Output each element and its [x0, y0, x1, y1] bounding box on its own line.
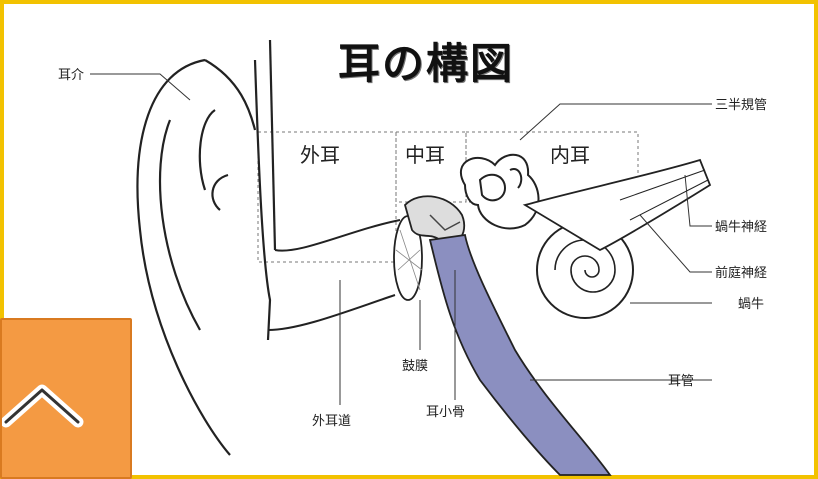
ear-canal-label: 外耳道	[312, 414, 351, 429]
auricle-label: 耳介	[58, 68, 84, 83]
eardrum-label: 鼓膜	[402, 359, 428, 374]
ossicles-shape	[403, 195, 465, 245]
section-outer-label: 外耳	[300, 143, 340, 167]
section-middle-label: 中耳	[405, 143, 445, 167]
section-inner-label: 内耳	[550, 143, 590, 167]
semicircular-canals-shape	[459, 153, 540, 230]
auricle-shape	[136, 39, 277, 456]
cochlear-nerve-label: 蝸牛神経	[715, 220, 767, 235]
ear-canal-shape	[267, 219, 401, 331]
scroll-up-button[interactable]	[0, 318, 132, 479]
eustachian-tube-label: 耳管	[668, 374, 694, 389]
vestibular-nerve-label: 前庭神経	[715, 265, 767, 281]
nerves-shape	[522, 158, 712, 252]
eustachian-tube-shape	[428, 233, 612, 476]
page-title: 耳の構図	[338, 39, 515, 88]
semicircular-canals-label: 三半規管	[715, 98, 767, 113]
cochlea-label: 蝸牛	[738, 297, 764, 312]
eardrum-shape	[393, 215, 423, 301]
ossicles-label: 耳小骨	[426, 405, 465, 420]
leader-lines	[90, 73, 712, 405]
chevron-up-icon	[2, 384, 84, 428]
